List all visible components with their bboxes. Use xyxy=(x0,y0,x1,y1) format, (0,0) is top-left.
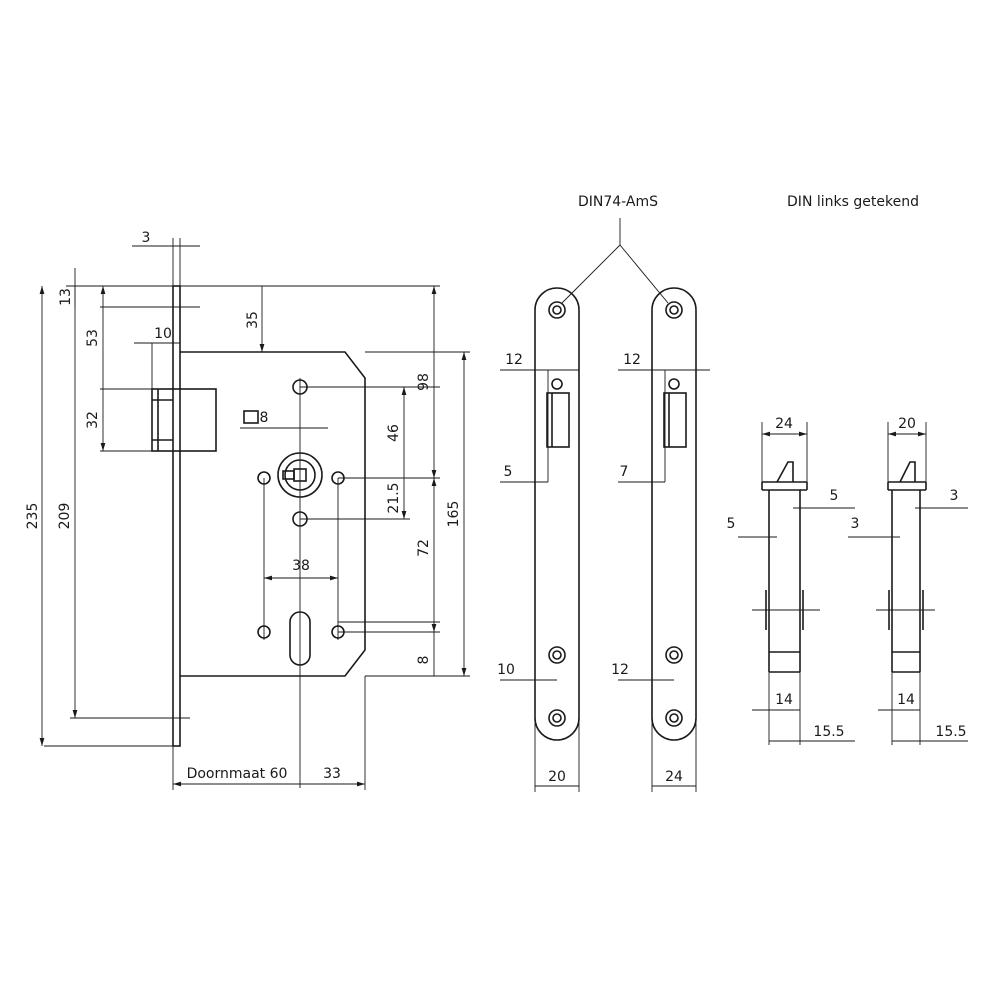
side-left-dim-5b: 5 xyxy=(727,516,736,532)
dim-8: 8 xyxy=(416,656,432,665)
dim-38: 38 xyxy=(292,558,310,574)
faceplate-right xyxy=(618,287,710,792)
plate-right-dim-12: 12 xyxy=(623,352,641,368)
lock-front-view xyxy=(39,238,470,790)
plate-left-dim-12: 12 xyxy=(505,352,523,368)
plate-right-dim-7: 7 xyxy=(620,464,629,480)
side-view-right xyxy=(848,422,968,745)
cylinder-cutout xyxy=(289,611,311,666)
dim-square-8: 8 xyxy=(260,410,269,426)
side-right-dim-20: 20 xyxy=(898,416,916,432)
plate-left-dim-5: 5 xyxy=(504,464,513,480)
side-right-dim-3b: 3 xyxy=(851,516,860,532)
side-left-dim-15-5: 15.5 xyxy=(813,724,844,740)
dim-209: 209 xyxy=(57,503,73,530)
side-left-dim-24: 24 xyxy=(775,416,793,432)
dim-forend-thickness: 3 xyxy=(142,230,151,246)
dim-21-5: 21.5 xyxy=(386,482,402,513)
dim-13: 13 xyxy=(58,288,74,306)
faceplate-left xyxy=(500,287,580,792)
label-din74-ams: DIN74-AmS xyxy=(578,194,658,210)
square-spindle-icon xyxy=(243,410,259,424)
plate-left-dim-20: 20 xyxy=(548,769,566,785)
side-left-dim-5a: 5 xyxy=(830,488,839,504)
forend-plate xyxy=(172,285,181,747)
dim-72: 72 xyxy=(416,539,432,557)
dim-46: 46 xyxy=(386,424,402,442)
dim-235: 235 xyxy=(25,503,41,530)
side-right-dim-14: 14 xyxy=(897,692,915,708)
plate-right-dim-24: 24 xyxy=(665,769,683,785)
din74-leader xyxy=(561,218,669,304)
dim-53: 53 xyxy=(85,329,101,347)
lock-case xyxy=(180,351,366,677)
dim-98: 98 xyxy=(416,373,432,391)
dim-33: 33 xyxy=(323,766,341,782)
plate-right-dim-12b: 12 xyxy=(611,662,629,678)
label-din-links-getekend: DIN links getekend xyxy=(787,194,919,210)
side-view-left xyxy=(738,422,855,745)
side-right-dim-15-5: 15.5 xyxy=(935,724,966,740)
label-doornmaat: Doornmaat 60 xyxy=(187,766,288,782)
plate-left-dim-10: 10 xyxy=(497,662,515,678)
dim-10: 10 xyxy=(154,326,172,342)
side-right-dim-3a: 3 xyxy=(950,488,959,504)
side-left-dim-14: 14 xyxy=(775,692,793,708)
latch-bolt xyxy=(151,388,217,452)
dim-165: 165 xyxy=(446,501,462,528)
dim-32: 32 xyxy=(85,411,101,429)
dim-35: 35 xyxy=(245,311,261,329)
